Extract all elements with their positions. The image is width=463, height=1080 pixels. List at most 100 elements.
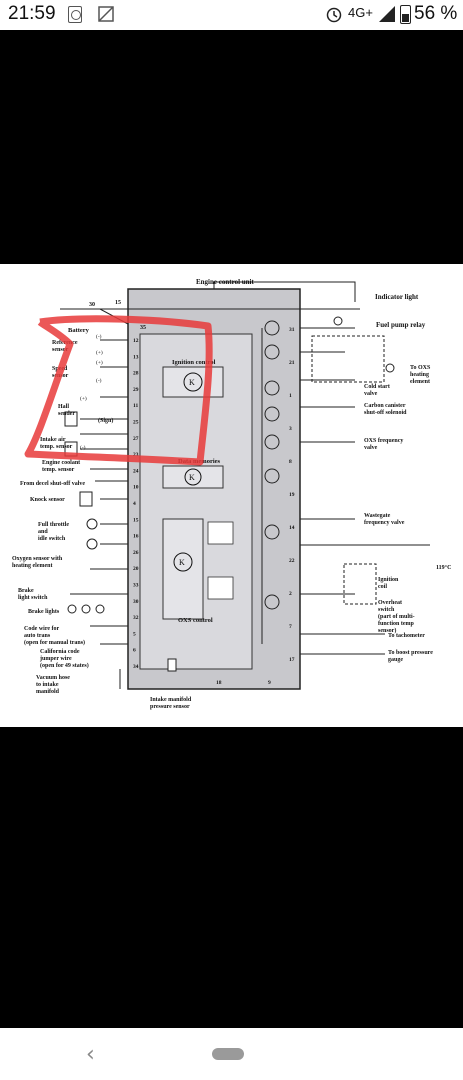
ignition-control-label: Ignition control xyxy=(172,359,216,366)
overheat-label-5: sensor) xyxy=(378,627,396,634)
brake-switch-label-1: Brake xyxy=(18,588,34,594)
pin-number: 29 xyxy=(133,387,139,393)
pin-number: 9 xyxy=(268,680,271,686)
pin-number: 13 xyxy=(133,354,139,360)
overheat-label-2: switch xyxy=(378,607,395,613)
ignition-k-label: K xyxy=(189,378,195,387)
vacuum-label-1: Vacuum hose xyxy=(36,675,70,681)
cold-start-label-2: valve xyxy=(364,391,378,397)
pin-number: 33 xyxy=(133,583,139,589)
pin-35-label: 35 xyxy=(140,325,146,331)
oxs-freq-label-1: OXS frequency xyxy=(364,438,403,444)
code-label-1: Code wire for xyxy=(24,626,60,632)
canister-label-2: shut-off solenoid xyxy=(364,410,407,416)
sign-label: (Sign) xyxy=(98,417,113,424)
code-label-3: (open for manual trans) xyxy=(24,639,85,646)
code-label-2: auto trans xyxy=(24,633,51,639)
wastegate-label-1: Wastegate xyxy=(364,513,391,519)
hall-label-1: Hall xyxy=(58,404,69,410)
status-bar: 21:59 4G+ 56 % xyxy=(0,0,463,30)
oxs-freq-label-2: valve xyxy=(364,445,378,451)
pin-number: 8 xyxy=(289,459,292,465)
speed-plus-label: (+) xyxy=(96,359,103,366)
pin-number: 19 xyxy=(289,492,295,498)
back-button[interactable]: ‹ xyxy=(86,1042,95,1067)
pin-number: 18 xyxy=(216,680,222,686)
pin-number: 21 xyxy=(289,360,295,366)
tach-label: To tachometer xyxy=(388,633,425,639)
pin-number: 15 xyxy=(133,517,139,523)
relay-label: Fuel pump relay xyxy=(376,321,426,329)
pin-number: 4 xyxy=(133,501,136,507)
overheat-label-3: (part of multi- xyxy=(378,613,415,620)
pin-number: 3 xyxy=(289,426,292,432)
ecu-title: Engine control unit xyxy=(196,278,254,286)
pin-number: 31 xyxy=(289,327,295,333)
throttle-label-3: idle switch xyxy=(38,536,66,542)
coil-label-1: Ignition xyxy=(378,577,399,583)
intake-label-1: Intake air xyxy=(40,437,66,443)
wastegate-label-2: frequency valve xyxy=(364,520,405,526)
canister-label-1: Carbon canister xyxy=(364,403,406,409)
temp-label: 119°C xyxy=(436,564,451,571)
speed-minus-label: (-) xyxy=(96,377,102,384)
oxs-k-label: K xyxy=(179,558,185,567)
navigation-bar: ‹ xyxy=(0,1028,463,1080)
california-label-2: jumper wire xyxy=(39,656,72,662)
pin-number: 16 xyxy=(133,534,139,540)
pin-number: 26 xyxy=(133,550,139,556)
california-label-1: California code xyxy=(40,649,80,655)
oxygen-label-2: heating element xyxy=(12,563,53,569)
pin-30-label: 30 xyxy=(89,302,95,308)
image-off-icon xyxy=(98,6,114,22)
coolant-label-1: Engine coolant xyxy=(42,460,80,466)
knock-label: Knock sensor xyxy=(30,497,65,503)
pin-number: 32 xyxy=(133,615,139,621)
hall-plus-label: (+) xyxy=(80,395,87,402)
indicator-label: Indicator light xyxy=(375,293,419,301)
home-button[interactable] xyxy=(212,1048,244,1060)
overheat-label-4: function temp xyxy=(378,621,414,627)
oxs-label: To OXS xyxy=(410,365,431,371)
pin-number: 7 xyxy=(289,624,292,630)
california-label-3: (open for 49 states) xyxy=(40,662,89,669)
pin-number: 11 xyxy=(133,403,138,409)
throttle-label-1: Full throttle xyxy=(38,522,69,528)
red-annotation-mark xyxy=(24,315,213,466)
hall-minus-label: (-) xyxy=(80,444,86,451)
decel-label: From decel shut-off valve xyxy=(20,481,85,487)
signal-icon xyxy=(379,6,395,22)
pin-number: 28 xyxy=(133,371,139,377)
pin-number: 23 xyxy=(133,452,139,458)
notification-icon xyxy=(68,6,82,23)
alarm-icon xyxy=(326,7,342,23)
pin-number: 1 xyxy=(289,393,292,399)
pin-number: 30 xyxy=(133,599,139,605)
wiring-diagram: 121328291125272324104151626203330325634 … xyxy=(12,278,451,710)
pin-number: 12 xyxy=(133,338,139,344)
pin-number: 2 xyxy=(289,591,292,597)
ref-plus-label: (+) xyxy=(96,349,103,356)
overheat-label-1: Overheat xyxy=(378,600,402,606)
map-sensor-label-1: Intake manifold xyxy=(150,697,192,703)
battery-icon xyxy=(400,5,411,24)
ref-minus-label: (-) xyxy=(96,333,102,340)
reference-label-2: sensor xyxy=(52,347,69,353)
pin-number: 5 xyxy=(133,631,136,637)
pin-number: 27 xyxy=(133,436,139,442)
throttle-label-2: and xyxy=(38,529,48,535)
coolant-label-2: temp. sensor xyxy=(42,467,75,473)
status-time: 21:59 xyxy=(8,3,56,24)
network-type: 4G+ xyxy=(348,5,373,20)
pin-number: 6 xyxy=(133,648,136,654)
battery-label: Battery xyxy=(68,327,90,334)
boost-label-1: To boost pressure xyxy=(388,650,433,656)
pin-number: 24 xyxy=(133,468,139,474)
vacuum-label-3: manifold xyxy=(36,689,60,695)
pin-number: 22 xyxy=(289,558,295,564)
vacuum-label-2: to intake xyxy=(36,682,59,688)
pin-15-label: 15 xyxy=(115,300,121,306)
map-sensor-label-2: pressure sensor xyxy=(150,704,190,710)
